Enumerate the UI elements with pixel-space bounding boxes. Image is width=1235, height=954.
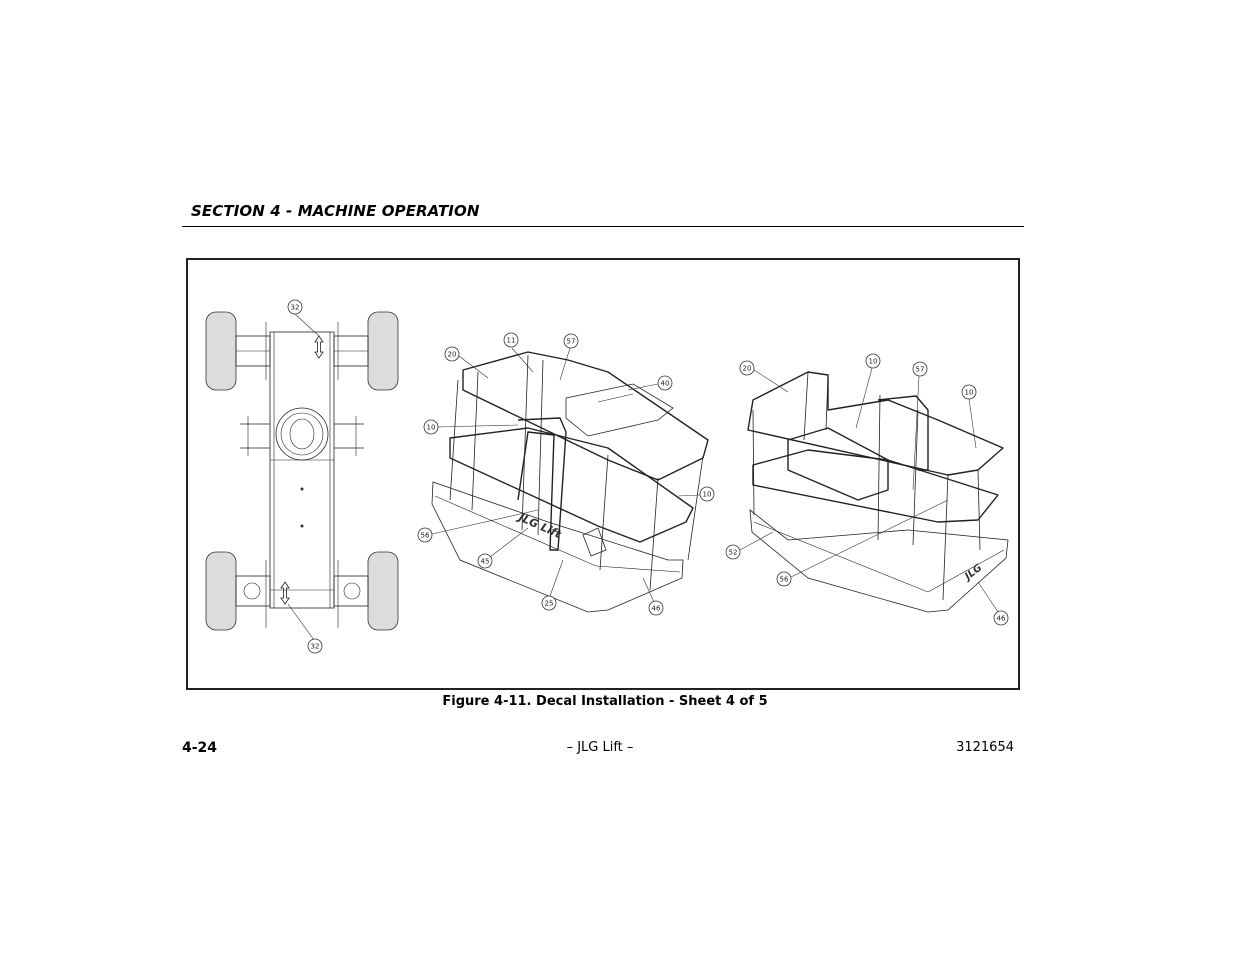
callout-rear-56: 56 [780, 576, 789, 584]
callout-chassis-1: 32 [291, 304, 300, 312]
callout-front-45: 45 [481, 558, 490, 566]
callout-front-57: 57 [567, 338, 576, 346]
header-rule [182, 226, 1024, 227]
callout-rear-46: 46 [997, 615, 1006, 623]
platform-rear-view: JLG 20 10 57 10 [725, 353, 1009, 626]
tire-front-right [367, 311, 399, 391]
callout-chassis-2: 32 [311, 643, 320, 651]
tire-rear-right [367, 551, 399, 631]
chassis-top-view: 32 32 [205, 299, 399, 654]
doc-number: 3121654 [956, 740, 1014, 755]
callout-rear-57: 57 [916, 366, 925, 374]
figure-frame: 32 32 JLG Lift [186, 258, 1020, 690]
callout-rear-10b: 10 [965, 389, 974, 397]
callout-front-10a: 10 [427, 424, 436, 432]
callout-front-20: 20 [448, 351, 457, 359]
section-title: SECTION 4 - MACHINE OPERATION [191, 202, 480, 220]
decal-installation-drawing: 32 32 JLG Lift [205, 299, 1009, 654]
callout-front-40: 40 [661, 380, 670, 388]
callout-front-25: 25 [545, 600, 554, 608]
page-number: 4-24 [182, 740, 218, 756]
footer-center-text: – JLG Lift – [566, 740, 634, 755]
tire-front-left [205, 311, 237, 391]
callout-front-46: 46 [652, 605, 661, 613]
callout-rear-52: 52 [729, 549, 738, 557]
callout-front-56: 56 [421, 532, 430, 540]
platform-front-view: JLG Lift 20 11 57 [417, 332, 715, 616]
callout-rear-10a: 10 [869, 358, 878, 366]
callout-front-11: 11 [507, 337, 516, 345]
tire-rear-left [205, 551, 237, 631]
figure-caption: Figure 4-11. Decal Installation - Sheet … [442, 694, 768, 709]
callout-rear-20: 20 [743, 365, 752, 373]
callout-front-10b: 10 [703, 491, 712, 499]
